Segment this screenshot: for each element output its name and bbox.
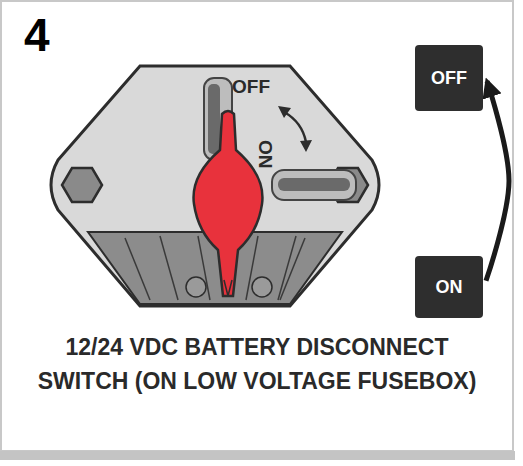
plate-hole <box>252 277 272 297</box>
mounting-screw <box>62 168 102 202</box>
plate-hole <box>186 277 206 297</box>
callout-number: 4 <box>24 8 50 62</box>
state-box: ON <box>415 256 483 318</box>
handle-pointer <box>224 280 232 296</box>
on-slot-shadow <box>278 178 350 191</box>
plate-off-mark: OFF <box>232 76 270 98</box>
switch-plate <box>51 66 379 306</box>
plate-on-mark: ON <box>254 140 276 169</box>
plate-arrowheads <box>278 106 312 152</box>
rotation-arrow <box>486 81 509 280</box>
plate-direction-arrow <box>284 112 306 142</box>
state-box: OFF <box>415 45 483 111</box>
on-slot <box>272 170 356 200</box>
switch-handle <box>194 111 263 296</box>
panel-bottom-bar <box>0 451 515 460</box>
caption: 12/24 VDC BATTERY DISCONNECT SWITCH (ON … <box>20 330 494 398</box>
off-slot-shadow <box>208 84 220 154</box>
state-label: ON <box>436 277 463 298</box>
state-label: OFF <box>431 68 467 89</box>
panel-frame <box>1 1 513 451</box>
